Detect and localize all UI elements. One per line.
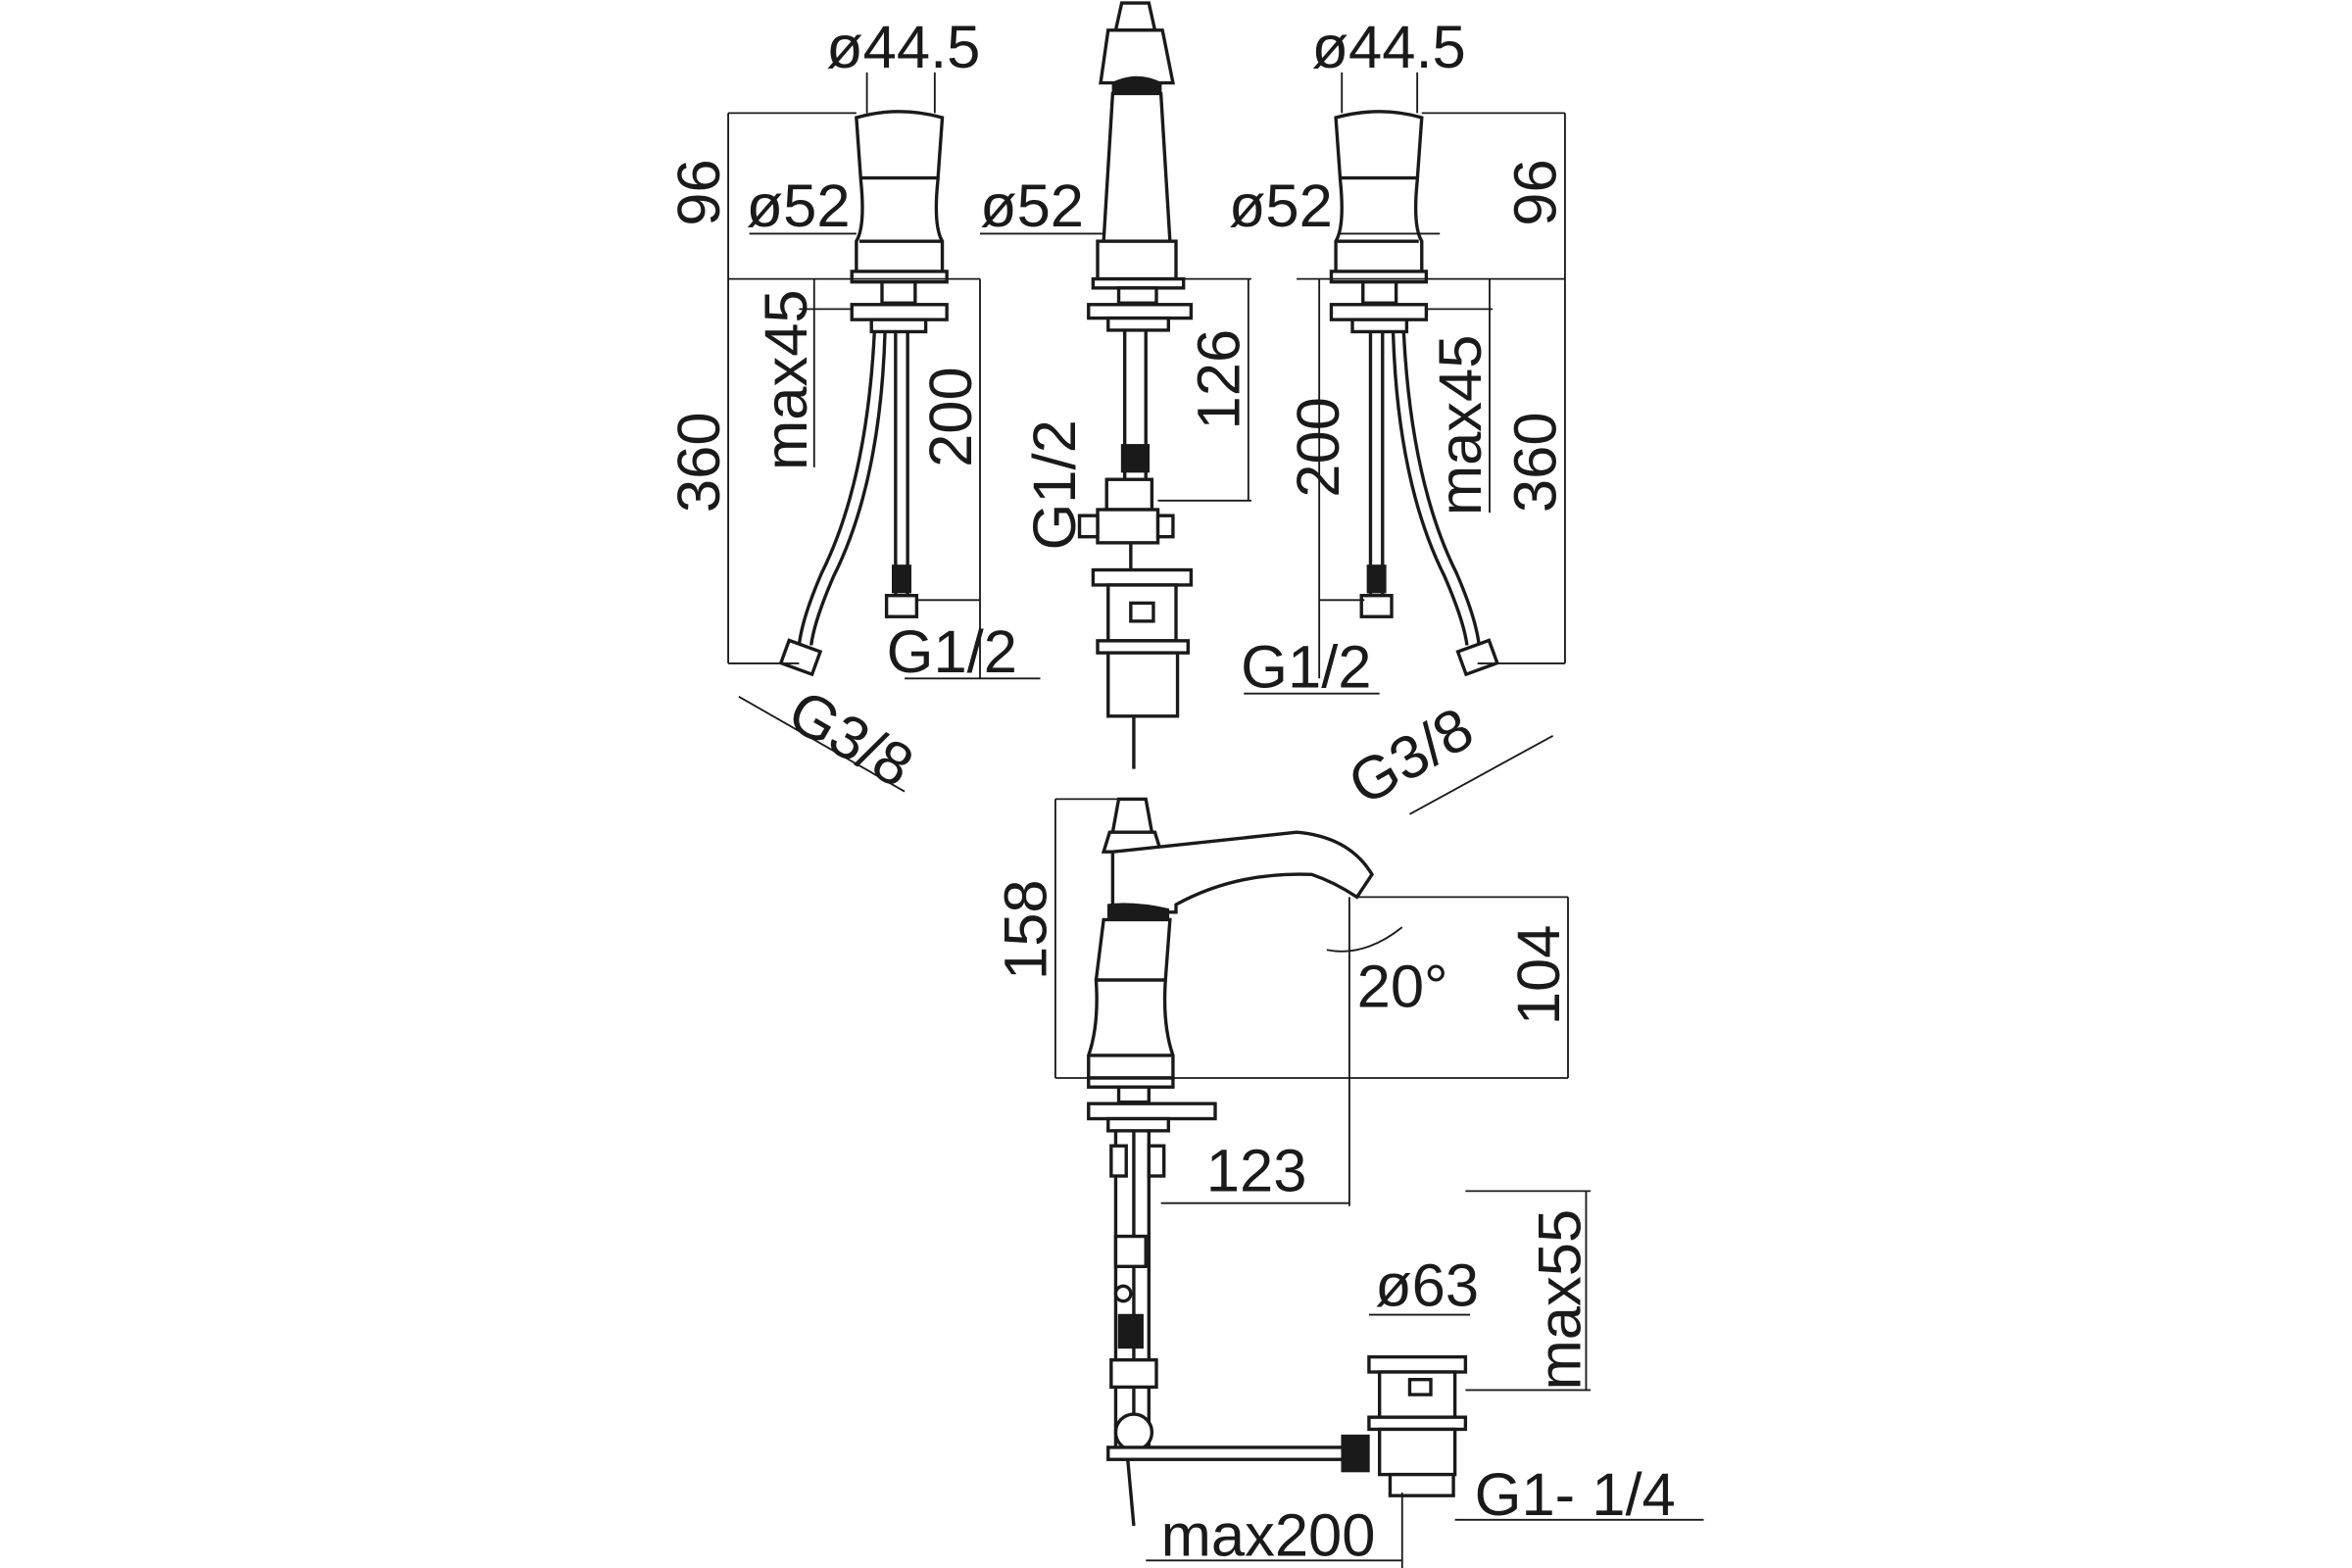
side-view-faucet xyxy=(1087,797,1468,1527)
side-reach: 123 xyxy=(1206,1137,1307,1204)
right-hose-length: 360 xyxy=(1502,412,1570,513)
left-valve xyxy=(778,110,949,677)
right-dia-top: ø44.5 xyxy=(1311,14,1465,81)
right-max-deck: max45 xyxy=(1427,335,1494,516)
right-pipe-length: 200 xyxy=(1285,397,1352,498)
left-height: 96 xyxy=(665,159,733,225)
waste-thread: G1- 1/4 xyxy=(1475,1461,1676,1529)
center-dia-base: ø52 xyxy=(980,172,1084,240)
rod-max: max200 xyxy=(1161,1502,1376,1568)
left-thread-pipe: G1/2 xyxy=(887,618,1017,686)
center-thread: G1/2 xyxy=(1021,419,1089,550)
right-thread-hose: G3/8 xyxy=(1338,695,1485,818)
right-height: 96 xyxy=(1502,159,1570,225)
side-angle: 20° xyxy=(1357,954,1448,1021)
center-rod-length: 126 xyxy=(1186,329,1253,430)
side-total-height: 158 xyxy=(993,879,1060,980)
left-dimension-lines xyxy=(727,72,1041,793)
left-thread-hose: G3/8 xyxy=(777,677,924,801)
side-dimension-lines xyxy=(1054,798,1704,1568)
right-thread-pipe: G1/2 xyxy=(1241,634,1371,702)
waste-dia: ø63 xyxy=(1375,1251,1479,1319)
left-max-deck: max45 xyxy=(753,289,820,470)
center-dimension-lines xyxy=(980,232,1251,502)
left-dia-base: ø52 xyxy=(747,172,851,240)
right-dimension-lines xyxy=(1244,72,1566,815)
left-pipe-length: 200 xyxy=(917,367,985,467)
left-hose-length: 360 xyxy=(665,412,733,513)
center-spout xyxy=(1077,1,1194,769)
side-spout-height: 104 xyxy=(1505,925,1573,1026)
left-dia-top: ø44.5 xyxy=(826,14,980,81)
waste-max-deck: max55 xyxy=(1526,1209,1593,1391)
right-dia-base: ø52 xyxy=(1229,172,1333,240)
